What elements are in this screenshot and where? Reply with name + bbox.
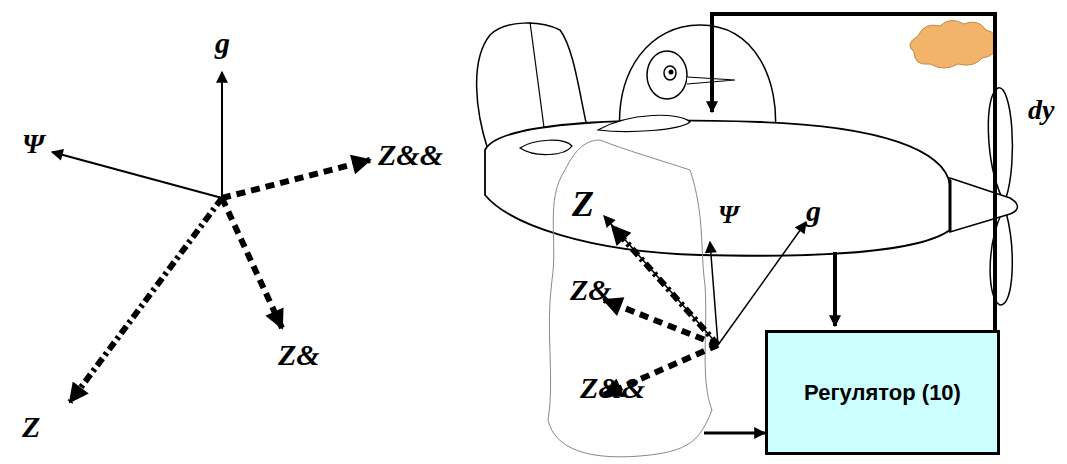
axis-label: Z [572, 186, 594, 222]
axis-label: g [806, 196, 821, 226]
node-text: Z&& [580, 373, 645, 403]
axis-label: Ψ [718, 202, 739, 228]
axis-label: g [215, 28, 230, 58]
regulator-box: Регулятор (10) [765, 330, 1000, 455]
rudder-line [530, 22, 545, 135]
fuselage [485, 120, 950, 255]
node-text: Z& [570, 275, 612, 305]
signal-arrow [704, 432, 765, 435]
axis-label: Z& [278, 340, 320, 370]
axis-label: dy [1028, 96, 1054, 124]
axis-label: Z [22, 412, 40, 442]
axis-label: Z&& [378, 140, 443, 170]
cloud [910, 20, 995, 68]
nose-cone [950, 178, 1018, 232]
wing [598, 115, 690, 131]
node-text: Регулятор (10) [804, 382, 961, 404]
axes [52, 72, 370, 402]
eye [647, 51, 687, 99]
feedback-frame [712, 14, 995, 330]
intake [520, 140, 572, 154]
signal-region: Z&Z&& [560, 255, 700, 445]
axis-label: Ψ [22, 130, 44, 158]
region-outline [548, 140, 712, 457]
